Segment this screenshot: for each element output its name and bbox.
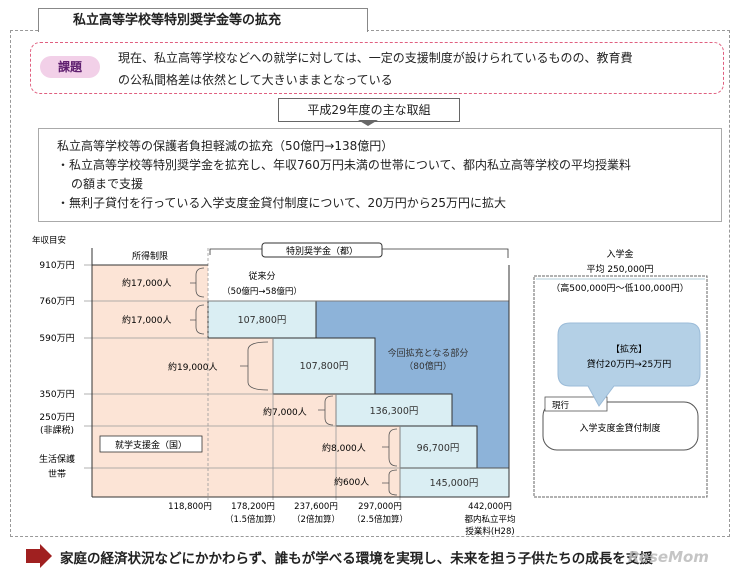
y-label: 590万円 bbox=[39, 333, 74, 344]
expansion-callout-text: 貸付20万円→25万円 bbox=[587, 358, 671, 370]
x-label: 297,000円 bbox=[358, 502, 402, 512]
x-sublabel: 授業料(H28) bbox=[465, 526, 514, 537]
right-arrow-icon bbox=[26, 544, 52, 568]
down-arrow-icon bbox=[358, 120, 378, 126]
people-counts: 約17,000人 約17,000人 約19,000人 約7,000人 約8,00… bbox=[122, 277, 369, 488]
admission-title: 入学金 bbox=[606, 248, 633, 260]
amount-label: 96,700円 bbox=[417, 443, 460, 454]
amount-labels: 107,800円 107,800円 136,300円 96,700円 145,0… bbox=[238, 315, 479, 489]
y-label: (非課税) bbox=[40, 424, 74, 436]
x-label: 118,800円 bbox=[168, 502, 212, 512]
y-label: 350万円 bbox=[39, 389, 74, 400]
expansion-callout bbox=[557, 322, 701, 407]
outer-frame bbox=[10, 30, 730, 537]
issue-text: 現在、私立高等学校などへの就学に対しては、一定の支援制度が設けられているものの、… bbox=[118, 47, 718, 91]
admission-range: （高500,000円～低100,000円） bbox=[551, 282, 688, 294]
braces bbox=[190, 267, 398, 496]
x-sublabel: （2倍加算） bbox=[292, 514, 340, 525]
expansion-amount: （80億円） bbox=[404, 360, 451, 372]
y-axis-title: 年収目安 bbox=[32, 235, 66, 246]
national-aid-label: 就学支援金（国） bbox=[115, 439, 187, 451]
amount-label: 107,800円 bbox=[300, 361, 349, 372]
y-axis-labels: 910万円 760万円 590万円 350万円 250万円 (非課税) 生活保護… bbox=[39, 260, 75, 480]
amount-label: 107,800円 bbox=[238, 315, 287, 326]
people-count: 約8,000人 bbox=[322, 442, 366, 454]
block-250-welfare bbox=[399, 425, 478, 469]
x-sublabel: （1.5倍加算） bbox=[225, 514, 281, 525]
current-label: 現行 bbox=[552, 400, 570, 411]
initiatives-banner: 平成29年度の主な取組 bbox=[278, 98, 460, 122]
footer-message: 家庭の経済状況などにかかわらず、誰もが学べる環境を実現し、未来を担う子供たちの成… bbox=[60, 551, 653, 567]
people-count: 約17,000人 bbox=[122, 277, 172, 289]
block-760-590 bbox=[207, 300, 317, 339]
x-label: 442,000円 bbox=[468, 502, 512, 512]
people-count: 約17,000人 bbox=[122, 314, 172, 326]
people-count: 約7,000人 bbox=[263, 406, 307, 418]
people-count: 約19,000人 bbox=[168, 361, 218, 373]
scholarship-header: 特別奨学金（都） bbox=[286, 245, 358, 257]
expansion-callout-label: 【拡充】 bbox=[611, 343, 647, 355]
admission-average: 平均 250,000円 bbox=[586, 263, 653, 275]
resemom-logo: ReseMom bbox=[628, 548, 709, 566]
block-welfare bbox=[399, 467, 510, 498]
x-label: 237,600円 bbox=[294, 502, 338, 512]
y-label: 760万円 bbox=[39, 296, 74, 307]
y-label: 250万円 bbox=[39, 412, 74, 423]
loan-system-name: 入学支度金貸付制度 bbox=[579, 422, 660, 434]
block-350-250 bbox=[335, 393, 453, 427]
measure-item-1-cont: の額まで支援 bbox=[71, 177, 144, 191]
gridlines bbox=[84, 248, 509, 500]
previous-amount: （50億円→58億円） bbox=[222, 286, 302, 297]
x-sublabel: 都内私立平均 bbox=[464, 514, 515, 525]
page-title: 私立高等学校等特別奨学金等の拡充 bbox=[38, 8, 368, 32]
measure-item-2: ・無利子貸付を行っている入学支度金貸付制度について、20万円から25万円に拡大 bbox=[57, 196, 506, 210]
issue-box bbox=[30, 42, 724, 94]
amount-label: 136,300円 bbox=[370, 406, 419, 417]
y-label: 生活保護 bbox=[39, 453, 75, 465]
y-label: 世帯 bbox=[48, 468, 66, 480]
amount-label: 145,000円 bbox=[430, 478, 479, 489]
block-590-350 bbox=[272, 337, 376, 395]
measure-item-1: ・私立高等学校等特別奨学金を拡充し、年収760万円未満の世帯について、都内私立高… bbox=[57, 158, 631, 172]
expansion-label: 今回拡充となる部分 bbox=[388, 347, 469, 359]
issue-badge: 課題 bbox=[40, 56, 100, 78]
x-label: 178,200円 bbox=[231, 502, 275, 512]
people-count: 約600人 bbox=[334, 476, 369, 488]
measures-heading: 私立高等学校等の保護者負担軽減の拡充（50億円→138億円） bbox=[57, 139, 394, 153]
measures-box: 私立高等学校等の保護者負担軽減の拡充（50億円→138億円） ・私立高等学校等特… bbox=[38, 128, 722, 222]
y-label: 910万円 bbox=[39, 260, 74, 271]
previous-label: 従来分 bbox=[248, 270, 275, 282]
issue-line-2: の公私間格差は依然として大きいままとなっている bbox=[118, 73, 393, 87]
income-limit-header: 所得制限 bbox=[132, 250, 168, 262]
x-axis-labels: 118,800円 178,200円 237,600円 297,000円 442,… bbox=[168, 502, 515, 537]
x-sublabel: （2.5倍加算） bbox=[352, 514, 408, 525]
issue-line-1: 現在、私立高等学校などへの就学に対しては、一定の支援制度が設けられているものの、… bbox=[118, 51, 633, 65]
